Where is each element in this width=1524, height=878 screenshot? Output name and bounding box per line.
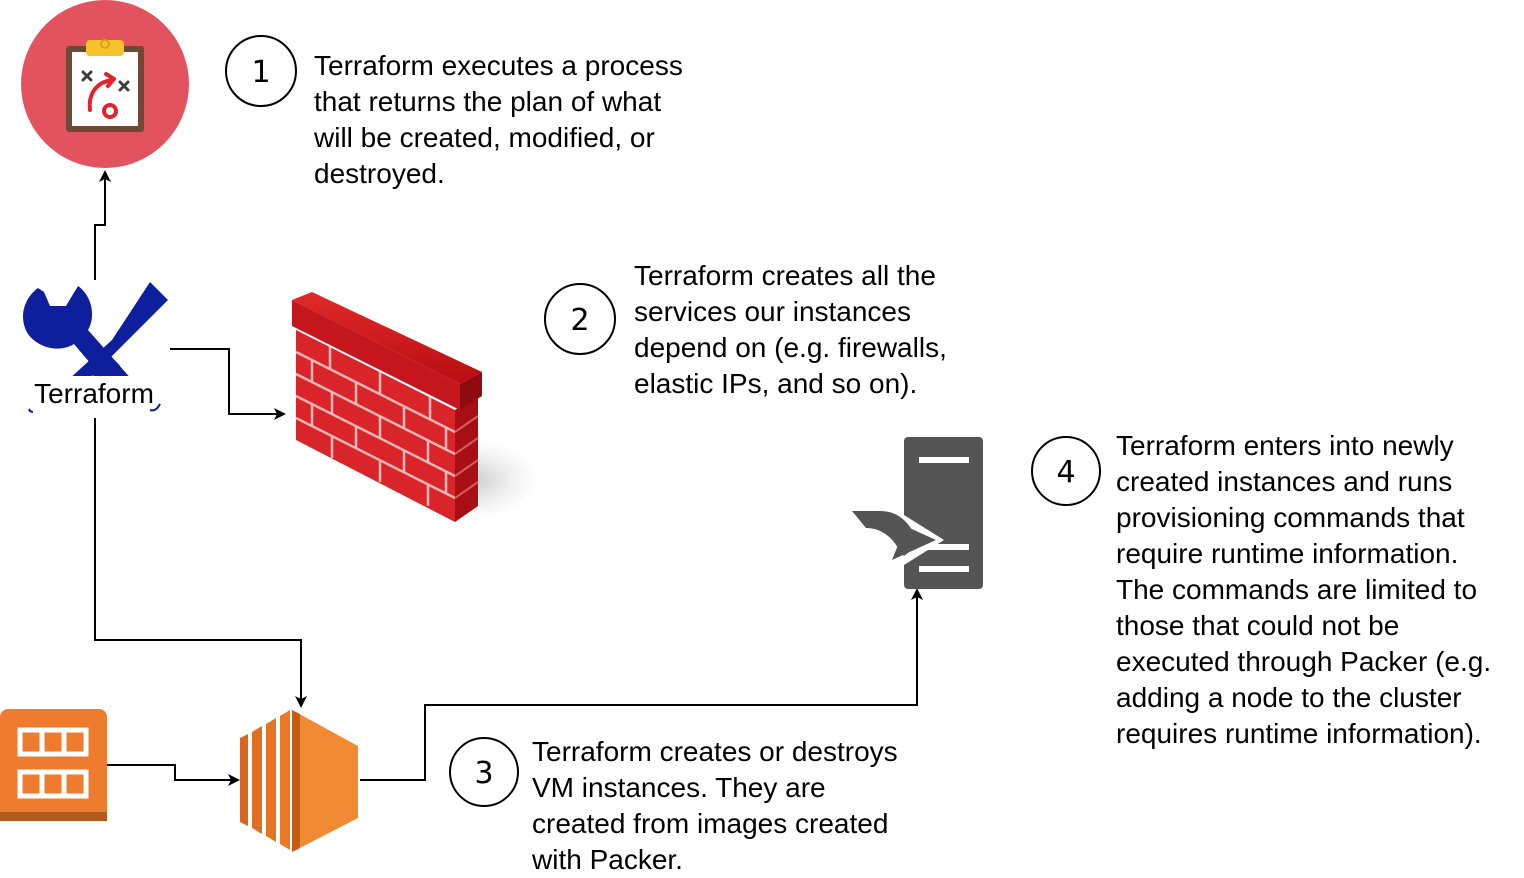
step-4-line: those that could not be [1116,610,1400,641]
terraform-tools-icon: Terraform [23,282,168,413]
ec2-slab-3 [266,718,276,842]
play-target [102,103,118,119]
wall-front [296,330,455,522]
wall-coping-top [292,292,482,384]
arrow-terraform-to-plan [94,170,111,280]
server-provision-icon [852,437,983,589]
step-4-line: executed through Packer (e.g. [1116,646,1492,677]
server-line-bottom [919,566,969,572]
step-2-line: depend on (e.g. firewalls, [634,332,947,363]
step-1-line: Terraform executes a process [314,50,683,81]
step-4-line: Terraform enters into newly [1116,430,1454,461]
step-3-line: with Packer. [532,844,683,875]
ami-tile-bottom [0,812,107,821]
step-4-description: Terraform enters into newly created inst… [1116,428,1491,752]
connectors [94,170,923,786]
step-2-marker: 2 [544,283,616,355]
step-3-line: Terraform creates or destroys [532,736,898,767]
terraform-label-underline [28,403,161,413]
step-1-number: 1 [251,55,270,90]
ec2-front-shade [292,710,300,852]
clipboard-clip-hole [100,39,110,49]
step-3-line: created from images created [532,808,889,839]
arrow-ami-to-ec2 [107,764,240,786]
step-1-line: will be created, modified, or [314,122,655,153]
provision-arrow-head [892,520,936,560]
aws-ami-icon [0,709,107,821]
play-cross-2 [118,80,130,92]
step-3-line: VM instances. They are [532,772,826,803]
step-2-line: elastic IPs, and so on). [634,368,918,399]
arrow-terraform-to-firewall [170,348,286,420]
wall-mortar [295,347,456,506]
play-route [87,78,114,112]
step-2-line: Terraform creates all the [634,260,936,291]
step-2-description: Terraform creates all the services our i… [634,258,947,402]
step-3-number: 3 [474,756,493,791]
wall-coping-side [460,372,482,410]
step-4-line: The commands are limited to [1116,574,1478,605]
wall-side-mortar [454,415,479,499]
step-4-line: created instances and runs [1116,466,1453,497]
step-1-description: Terraform executes a process that return… [314,48,683,192]
step-4-circle [1031,436,1101,506]
step-1-circle [225,35,297,107]
ec2-slab-4 [280,710,290,850]
step-2-circle [544,283,616,355]
step-4-line: requires runtime information). [1116,718,1482,749]
step-3-description: Terraform creates or destroys VM instanc… [532,734,898,878]
terraform-label-bg [28,376,160,410]
ami-tile [0,709,107,821]
tool-handle-joint [86,350,120,384]
step-1-marker: 1 [225,35,297,107]
step-2-line: services our instances [634,296,912,327]
arrow-terraform-to-ec2 [94,418,307,708]
wall-side [455,394,478,522]
wall-coping-front [292,300,460,410]
server-line-mid [919,544,969,550]
step-4-marker: 4 [1031,436,1101,506]
play-route-head [104,72,116,88]
step-3-circle [449,737,519,807]
play-cross-1 [81,70,93,82]
step-4-line: provisioning commands that [1116,502,1465,533]
step-2-number: 2 [570,303,589,338]
ec2-front [292,710,358,852]
terraform-label: Terraform [34,378,154,409]
step-4-line: adding a node to the cluster [1116,682,1462,713]
step-4-line: require runtime information. [1116,538,1459,569]
ami-grid [17,727,89,799]
server-line-top [919,457,969,463]
plan-clipboard-icon [21,0,189,168]
arrow-ec2-to-provisioner [360,588,923,781]
step-4-number: 4 [1056,455,1075,490]
step-1-line: destroyed. [314,158,445,189]
firewall-brick-wall-icon [292,292,540,522]
step-1-line: that returns the plan of what [314,86,662,117]
ec2-back-slab [240,734,248,826]
ec2-slab-2 [252,726,262,834]
aws-ec2-instance-icon [240,710,358,852]
step-3-marker: 3 [449,737,519,807]
